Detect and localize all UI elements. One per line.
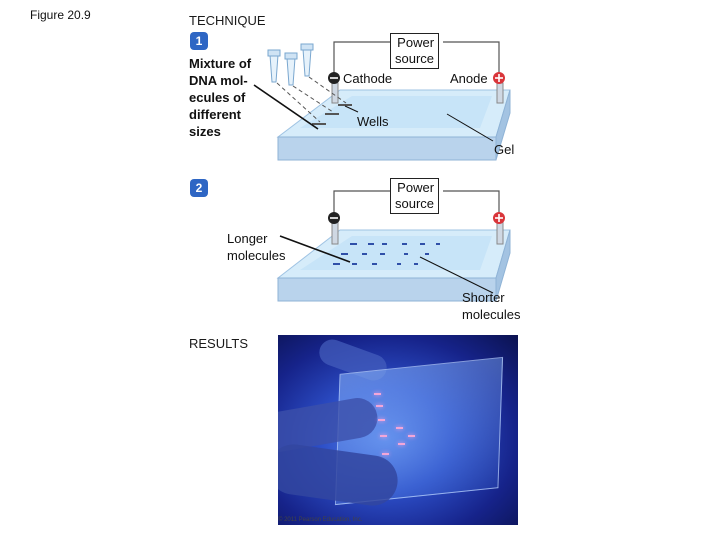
dna-band xyxy=(414,263,418,265)
power-source-line: source xyxy=(395,51,435,66)
gel-tray-front-1 xyxy=(277,136,497,161)
anode-wire-2 xyxy=(443,190,500,213)
gel-label: Gel xyxy=(494,142,515,157)
dna-band xyxy=(352,263,357,265)
mixture-label-line: ecules of xyxy=(189,90,246,105)
glowing-band xyxy=(374,393,381,395)
power-source-box-2: Power source xyxy=(390,178,440,214)
step-2-badge: 2 xyxy=(190,179,208,197)
cathode-wire-2 xyxy=(333,190,390,213)
power-source-box-1: Power source xyxy=(390,33,440,69)
glowing-band xyxy=(396,427,403,429)
anode-post-1 xyxy=(496,82,504,104)
mixture-leader-line xyxy=(253,84,319,130)
anode-label: Anode xyxy=(450,71,488,86)
dna-band xyxy=(372,263,377,265)
dna-band xyxy=(425,253,429,255)
dna-band xyxy=(382,243,387,245)
pipette-icon xyxy=(300,43,314,77)
glowing-band xyxy=(378,419,385,421)
glowing-band xyxy=(398,443,405,445)
cathode-label: Cathode xyxy=(343,71,393,86)
glowing-band xyxy=(376,405,383,407)
technique-heading: TECHNIQUE xyxy=(189,13,266,28)
dna-band xyxy=(436,243,440,245)
gel-leader-line xyxy=(446,113,494,142)
dna-band xyxy=(402,243,407,245)
anode-wire-1 xyxy=(443,41,500,73)
pipette-icon xyxy=(284,52,298,86)
anode-post-2 xyxy=(496,221,504,245)
shorter-molecules-leader-line xyxy=(419,256,494,294)
mixture-label-line: DNA mol- xyxy=(189,73,248,88)
mixture-label-line: sizes xyxy=(189,124,221,139)
pipette-icon xyxy=(267,49,281,83)
mixture-label: Mixture of DNA mol- ecules of different … xyxy=(189,55,251,140)
power-source-line: Power xyxy=(397,35,435,50)
gel-tray-side-2 xyxy=(495,229,511,302)
glowing-band xyxy=(408,435,415,437)
longer-molecules-line: molecules xyxy=(227,248,286,263)
dna-band xyxy=(368,243,374,245)
dna-band xyxy=(362,253,367,255)
shorter-molecules-line: Shorter xyxy=(462,290,505,305)
dna-band xyxy=(380,253,385,255)
cathode-wire-1 xyxy=(333,41,390,73)
dna-band xyxy=(397,263,401,265)
step-1-badge: 1 xyxy=(190,32,208,50)
dna-band xyxy=(341,253,348,255)
sample-flow-arrow xyxy=(276,82,321,123)
glowing-band xyxy=(382,453,389,455)
sample-flow-arrow xyxy=(308,76,347,104)
shorter-molecules-label: Shorter molecules xyxy=(462,289,521,323)
dna-band xyxy=(333,263,340,265)
wells-label: Wells xyxy=(357,114,389,129)
wells-leader-line xyxy=(344,105,359,113)
power-source-line: source xyxy=(395,196,435,211)
mixture-label-line: Mixture of xyxy=(189,56,252,71)
power-source-line: Power xyxy=(397,180,435,195)
sample-flow-arrow xyxy=(292,85,334,113)
longer-molecules-leader-line xyxy=(279,235,351,263)
cathode-post-2 xyxy=(331,221,339,245)
longer-molecules-label: Longer molecules xyxy=(227,230,286,264)
copyright-text: © 2011 Pearson Education, Inc. xyxy=(278,517,363,523)
dna-band xyxy=(420,243,425,245)
longer-molecules-line: Longer xyxy=(227,231,268,246)
glowing-band xyxy=(380,435,387,437)
gel-tray-side-1 xyxy=(495,89,511,161)
results-heading: RESULTS xyxy=(189,336,248,351)
results-gel-photo xyxy=(278,335,518,525)
dna-bands xyxy=(333,243,440,265)
figure-label: Figure 20.9 xyxy=(30,8,91,22)
cathode-post-1 xyxy=(331,82,339,104)
mixture-label-line: different xyxy=(189,107,241,122)
dna-band xyxy=(350,243,357,245)
dna-band xyxy=(404,253,408,255)
shorter-molecules-line: molecules xyxy=(462,307,521,322)
